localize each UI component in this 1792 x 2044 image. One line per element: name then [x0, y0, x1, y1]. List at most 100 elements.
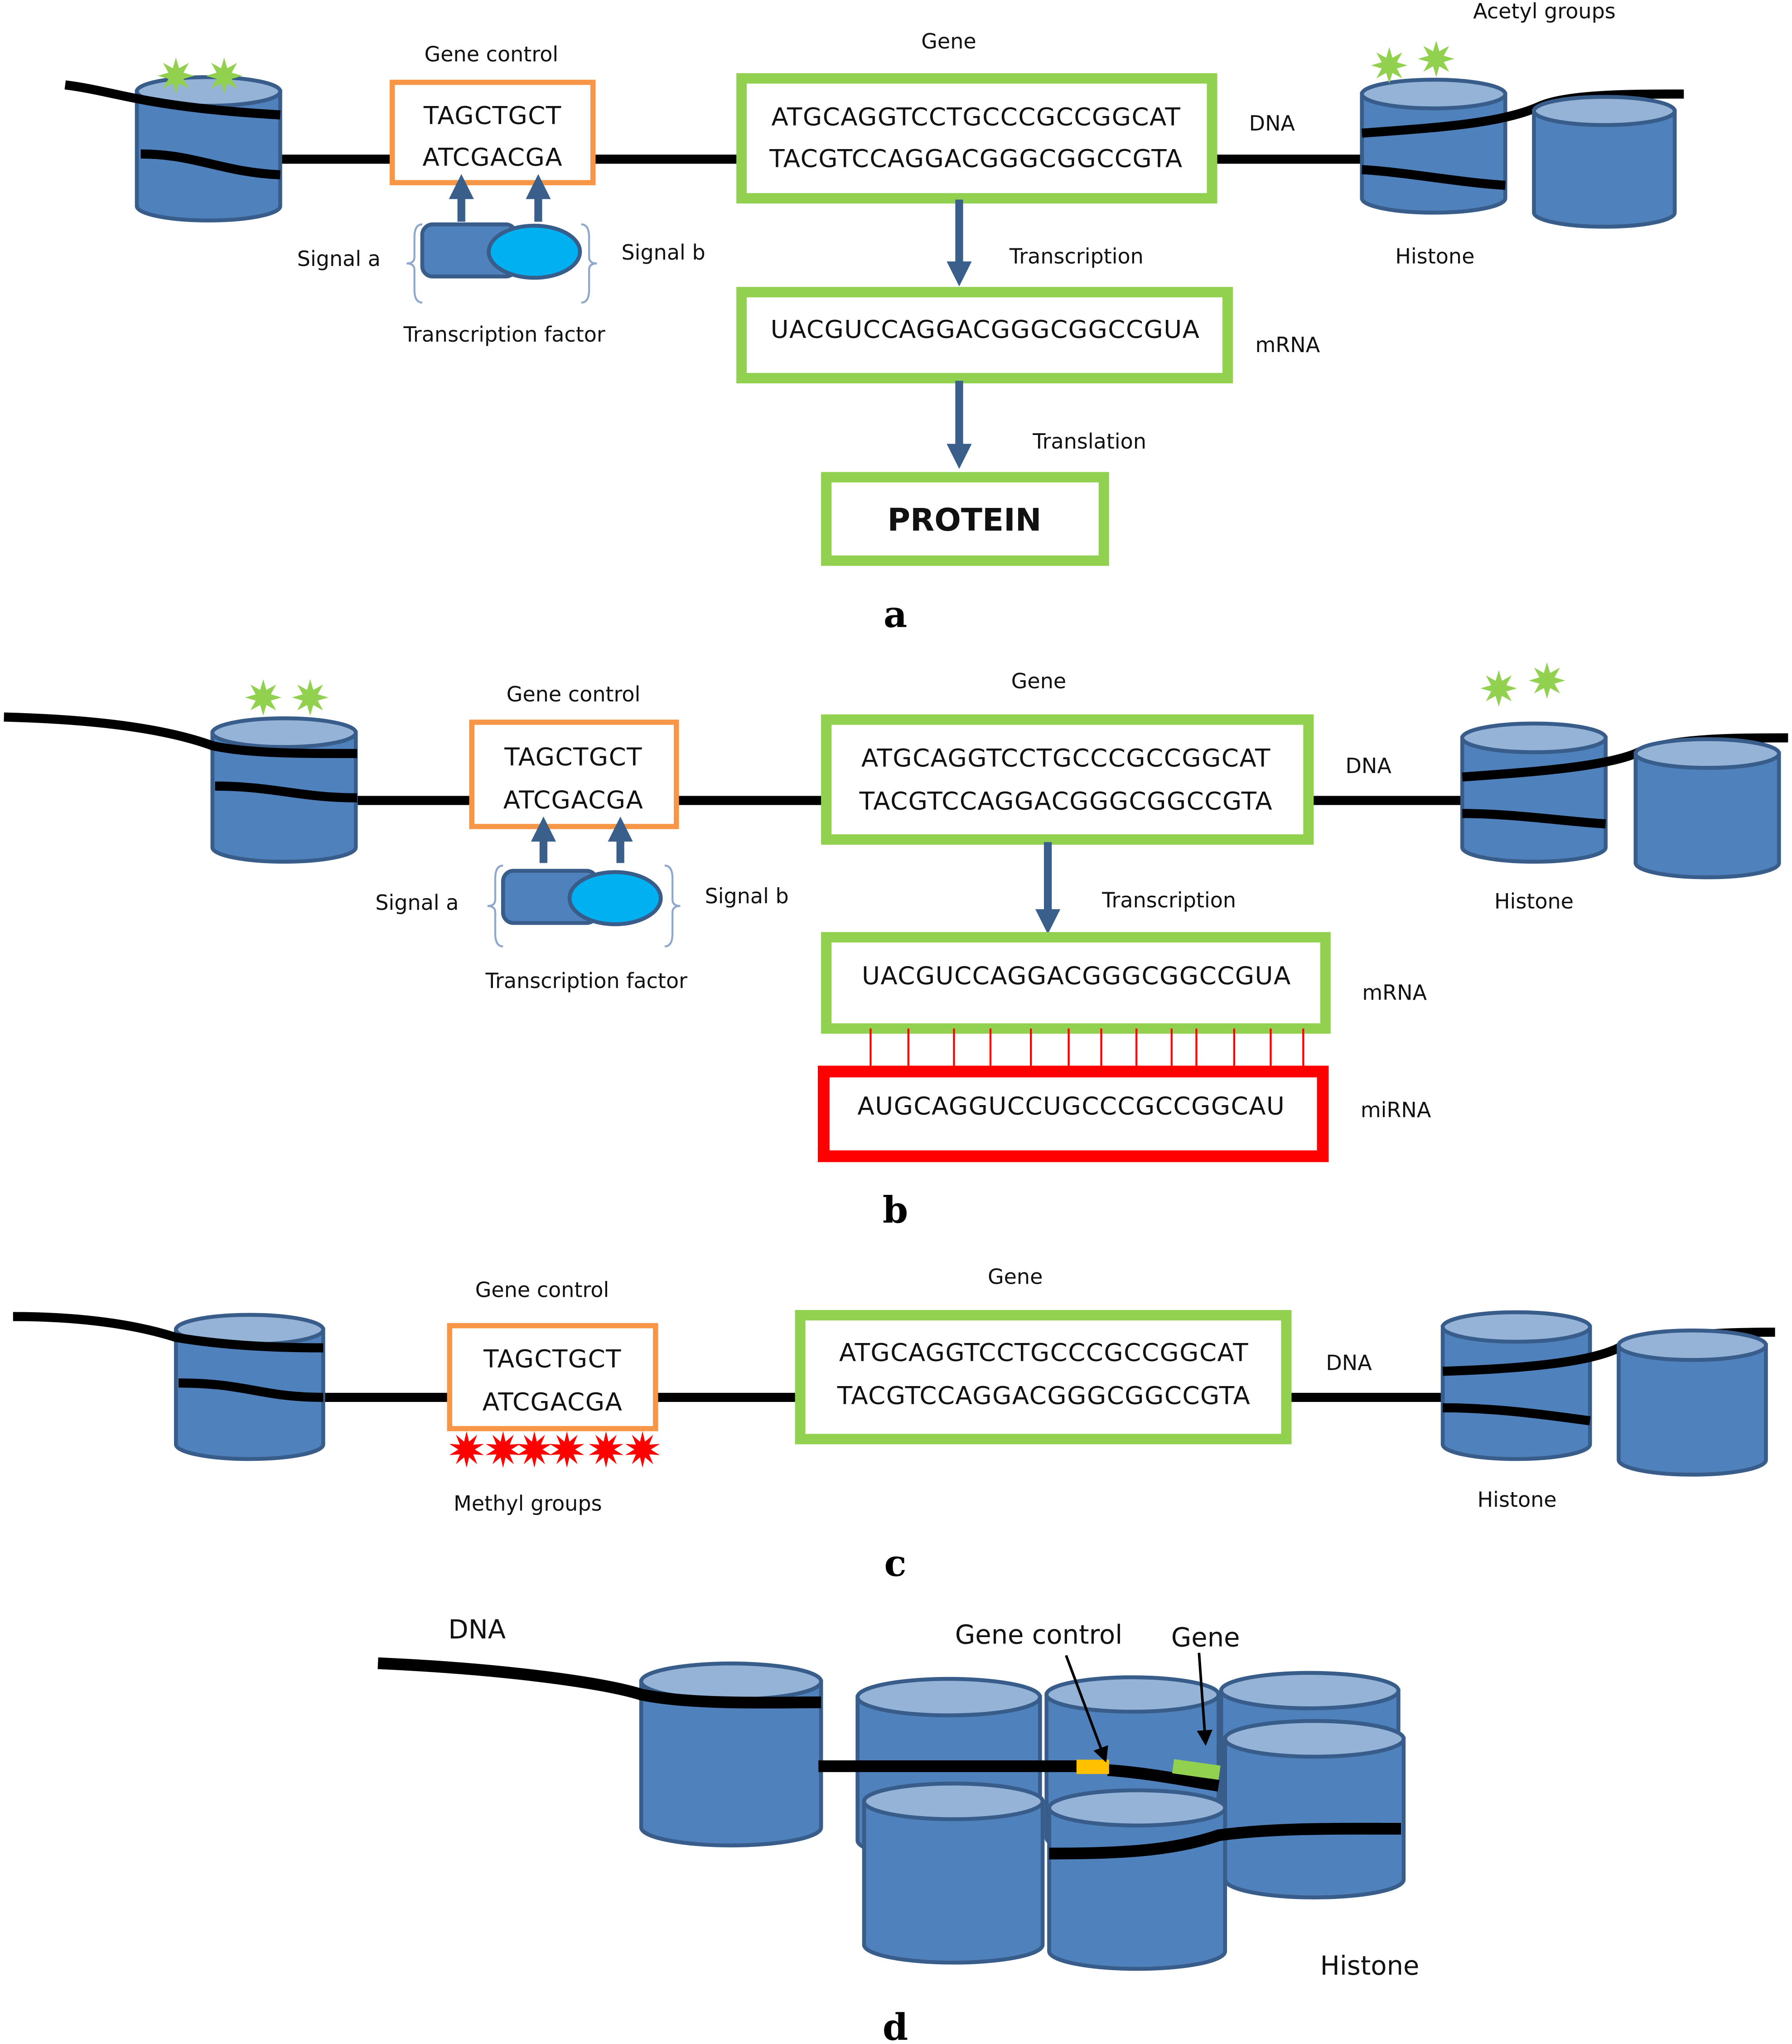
histone-label: Histone	[1478, 1488, 1557, 1512]
dna-strand	[140, 149, 280, 179]
control-seq-2: ATCGACGA	[483, 1387, 623, 1416]
histone-body	[1617, 1343, 1768, 1477]
acetyl-group-icon	[1371, 47, 1408, 84]
methyl-group-icon	[589, 1431, 623, 1468]
gene-box	[736, 73, 1217, 204]
histone-top	[1633, 737, 1781, 770]
dna-label: DNA	[448, 1614, 506, 1645]
histone-body	[1223, 1737, 1406, 1899]
gene-control-label: Gene control	[475, 1277, 609, 1302]
acetyl-group-icon	[1528, 662, 1565, 699]
dna-strand	[64, 80, 280, 120]
signal-a-label: Signal a	[375, 890, 459, 915]
control-seq-2: ATCGACGA	[503, 785, 644, 814]
acetyl-group-icon	[245, 679, 282, 716]
gene-control-box	[390, 79, 596, 185]
panel-letter-a: a	[884, 593, 907, 636]
panel-d: DNA Gene control Gene Histone d	[448, 1614, 1419, 2044]
transcription-factor-head	[487, 223, 582, 280]
histone-top	[1044, 1675, 1221, 1714]
dna-label: DNA	[1346, 754, 1392, 778]
dna-strand	[1107, 1764, 1220, 1792]
control-seq-1: TAGCTGCT	[504, 742, 642, 771]
histone-top	[862, 1781, 1045, 1822]
histone-body	[174, 1328, 325, 1461]
signal-b-label: Signal b	[705, 884, 789, 908]
histone-top	[1219, 1671, 1401, 1711]
panel-letter-b: b	[883, 1188, 908, 1231]
signal-brace	[487, 865, 503, 947]
control-seq-1: TAGCTGCT	[483, 1344, 622, 1373]
gene-seq-1: ATGCAGGTCCTGCCCGCCGGCAT	[771, 102, 1181, 131]
signal-a-label: Signal a	[297, 246, 381, 271]
histone-top	[1460, 721, 1608, 754]
control-seq-1: TAGCTGCT	[423, 101, 562, 130]
gene-seq-1: ATGCAGGTCCTGCCCGCCGGCAT	[839, 1338, 1249, 1367]
gene-seq-2: TACGTCCAGGACGGGCGGCCGTA	[859, 787, 1273, 816]
tf-label: Transcription factor	[403, 322, 605, 347]
histone-body	[1440, 1325, 1592, 1461]
mrna-label: mRNA	[1255, 333, 1320, 357]
dna-strand	[377, 1657, 821, 1709]
translation-label: Translation	[1032, 429, 1146, 454]
gene-marker	[1172, 1759, 1221, 1780]
gene-seq-2: TACGTCCAGGACGGGCGGCCGTA	[837, 1381, 1251, 1410]
dna-strand	[1362, 165, 1506, 190]
panel-c: Gene control TAGCTGCT ATCGACGA Methyl gr…	[454, 1265, 1556, 1585]
methyl-group-icon	[486, 1431, 521, 1468]
gene-label: Gene	[921, 29, 976, 53]
tf-label: Transcription factor	[485, 969, 687, 993]
methyl-group-icon	[549, 1431, 584, 1468]
pointer-arrow-icon	[1065, 1655, 1108, 1763]
dna-strand	[215, 781, 357, 802]
histone-body	[639, 1679, 823, 1848]
histone-body	[1360, 92, 1507, 215]
panel-b: Gene control TAGCTGCT ATCGACGA Gene ATGC…	[375, 669, 1574, 1231]
gene-control-label: Gene control	[425, 42, 559, 67]
histone-label: Histone	[1395, 244, 1474, 268]
dna-strand	[4, 712, 357, 759]
gene-control-label: Gene control	[955, 1620, 1122, 1650]
acetyl-group-icon	[206, 57, 243, 94]
histone-top	[1223, 1719, 1406, 1759]
panel-letter-d: d	[883, 2005, 908, 2044]
acetyl-label: Acetyl groups	[1473, 0, 1616, 24]
gene-box	[821, 714, 1314, 845]
dna-label: DNA	[1326, 1350, 1372, 1375]
signal-brace	[581, 223, 597, 304]
histone-label: Histone	[1320, 1951, 1420, 1981]
histone-top	[855, 1677, 1042, 1718]
protein-label: PROTEIN	[887, 502, 1041, 538]
panel-a: Gene control TAGCTGCT ATCGACGA Gene ATGC…	[297, 0, 1616, 636]
methyl-label: Methyl groups	[454, 1491, 602, 1516]
gene-control-box	[447, 1323, 658, 1431]
dna-label: DNA	[1249, 111, 1295, 135]
dna-strand	[1049, 1822, 1401, 1860]
mrna-box	[821, 932, 1331, 1034]
control-seq-2: ATCGACGA	[422, 143, 563, 172]
transcription-label: Transcription	[1009, 244, 1144, 268]
methyl-group-icon	[449, 1431, 484, 1468]
dna-strand	[1462, 809, 1606, 829]
mrna-seq: UACGUCCAGGACGGGCGGCCGUA	[771, 314, 1200, 343]
histone-body	[210, 730, 358, 864]
gene-control-label: Gene control	[507, 682, 641, 706]
histone-top	[1047, 1788, 1227, 1828]
gene-label: Gene	[1171, 1622, 1240, 1653]
histone-top	[1617, 1329, 1768, 1362]
acetyl-group-icon	[1418, 40, 1455, 77]
transcription-label: Transcription	[1101, 888, 1236, 912]
gene-label: Gene	[1011, 669, 1066, 693]
methyl-group-icon	[625, 1431, 660, 1468]
gene-box	[795, 1310, 1292, 1445]
dna-strand	[179, 1378, 324, 1402]
transcription-factor-head	[567, 870, 663, 927]
histone-top	[210, 716, 358, 749]
mirna-label: miRNA	[1361, 1097, 1431, 1122]
acetyl-group-icon	[1480, 670, 1517, 707]
histone-body	[135, 89, 282, 222]
gene-seq-2: TACGTCCAGGACGGGCGGCCGTA	[769, 144, 1183, 173]
histone-top	[1532, 95, 1677, 127]
acetyl-group-icon	[292, 679, 328, 716]
